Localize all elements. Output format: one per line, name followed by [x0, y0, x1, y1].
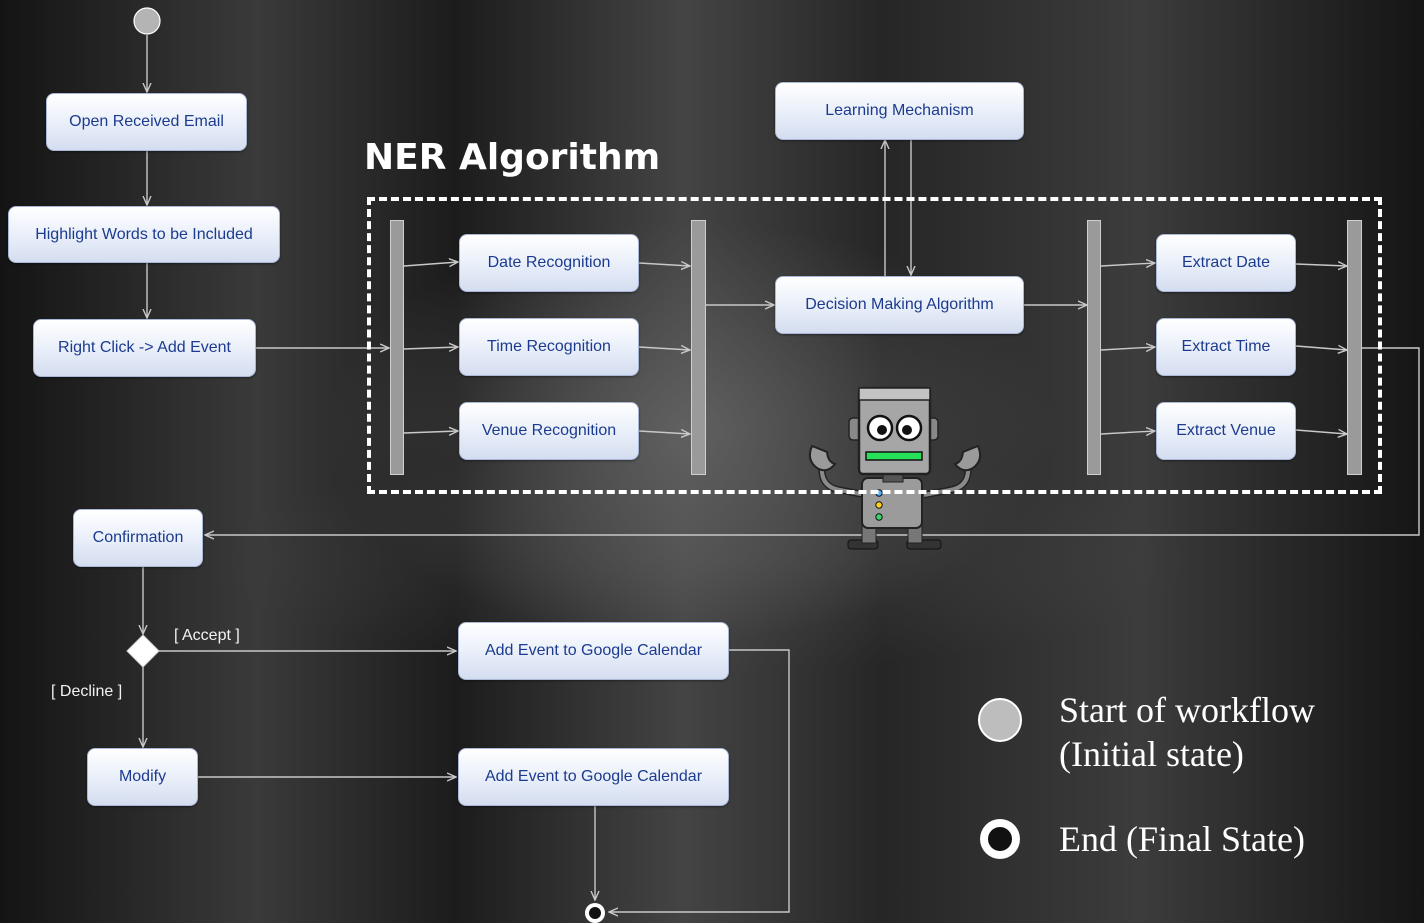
fork-bar-recognition [390, 220, 404, 475]
node-confirmation[interactable]: Confirmation [73, 509, 203, 567]
guard-accept: [ Accept ] [174, 627, 240, 644]
final-state-core [589, 907, 601, 919]
node-highlight-words[interactable]: Highlight Words to be Included [8, 206, 280, 263]
node-decision-making-algorithm[interactable]: Decision Making Algorithm [775, 276, 1024, 334]
edge-fork2-time [1100, 347, 1155, 350]
edge-fork2-venue [1100, 431, 1155, 434]
legend-end-text: End (Final State) [1059, 819, 1305, 859]
edge-venue-join [638, 431, 690, 434]
node-modify[interactable]: Modify [87, 748, 198, 806]
edge-fork-time [403, 347, 458, 349]
edge-date-join [638, 263, 690, 266]
decision-diamond [126, 634, 160, 668]
edge-extractvenue-join2 [1295, 430, 1347, 434]
node-learning-mechanism[interactable]: Learning Mechanism [775, 82, 1024, 140]
node-extract-date[interactable]: Extract Date [1156, 234, 1296, 292]
edge-fork2-date [1100, 263, 1155, 266]
join-bar-extract [1347, 220, 1362, 475]
edge-fork-venue [403, 431, 458, 433]
node-open-received-email[interactable]: Open Received Email [46, 93, 247, 151]
legend-end-symbol-core [988, 827, 1012, 851]
fork-bar-extract [1087, 220, 1101, 475]
node-time-recognition[interactable]: Time Recognition [459, 318, 639, 376]
node-venue-recognition[interactable]: Venue Recognition [459, 402, 639, 460]
edge-time-join [638, 347, 690, 350]
edge-fork-date [403, 262, 458, 266]
join-bar-recognition [691, 220, 706, 475]
guard-decline: [ Decline ] [51, 683, 123, 700]
node-extract-venue[interactable]: Extract Venue [1156, 402, 1296, 460]
legend-start-text: Start of workflow (Initial state) [1059, 688, 1315, 776]
edge-join2-confirmation [205, 347, 1420, 535]
initial-state [133, 7, 161, 35]
legend-start-line2: (Initial state) [1059, 734, 1244, 774]
ner-algorithm-region [367, 197, 1382, 494]
node-add-event-google-calendar-accept[interactable]: Add Event to Google Calendar [458, 622, 729, 680]
node-right-click-add-event[interactable]: Right Click -> Add Event [33, 319, 256, 377]
legend-start-line1: Start of workflow [1059, 690, 1315, 730]
edge-add1-end [609, 649, 790, 912]
edge-extracttime-join2 [1295, 346, 1347, 350]
legend-start-symbol [978, 698, 1022, 742]
edge-extractdate-join2 [1295, 264, 1347, 266]
ner-algorithm-title: NER Algorithm [364, 137, 661, 178]
node-extract-time[interactable]: Extract Time [1156, 318, 1296, 376]
node-add-event-google-calendar-modify[interactable]: Add Event to Google Calendar [458, 748, 729, 806]
node-date-recognition[interactable]: Date Recognition [459, 234, 639, 292]
